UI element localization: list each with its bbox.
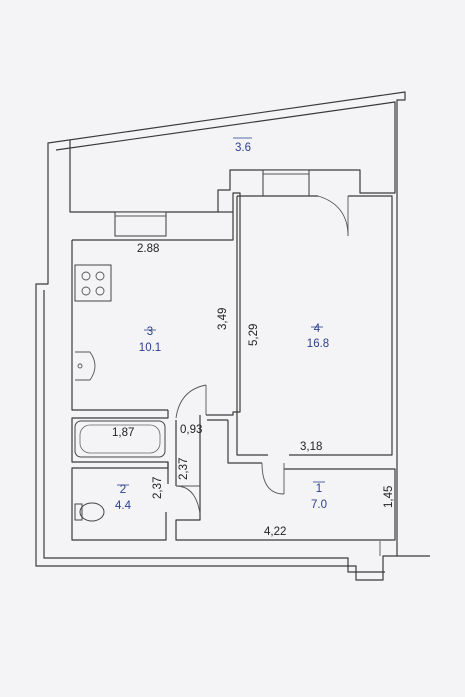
room-2-number: 2 [120, 484, 126, 496]
bathtub-icon [74, 420, 166, 458]
dim-corridor-width: 0,93 [180, 424, 202, 436]
dim-wc-height-right: 2,37 [178, 458, 190, 480]
room-2-area: 4.4 [115, 500, 132, 512]
room-1-number: 1 [316, 483, 322, 495]
room-4-area: 16.8 [307, 338, 329, 350]
internal-walls [71, 192, 396, 541]
room-4-number: 4 [314, 323, 321, 335]
door-swings [175, 195, 349, 515]
dim-kitchen-width: 2.88 [137, 243, 159, 255]
dim-kitchen-height: 3,49 [217, 308, 229, 330]
dim-room-height: 5,29 [248, 324, 260, 346]
outer-walls [35, 91, 430, 581]
dim-room-width: 3,18 [300, 441, 322, 453]
dim-hall-height: 1,45 [383, 486, 395, 508]
room-1-area: 7.0 [311, 499, 327, 511]
toilet-icon [74, 502, 105, 522]
dim-wc-height-left: 2,37 [152, 477, 164, 499]
dim-hall-width: 4,22 [264, 526, 286, 538]
room-3-number: 3 [147, 326, 153, 338]
balcony-window-right [262, 169, 310, 197]
room-3-area: 10.1 [139, 342, 161, 354]
stove-icon [74, 264, 112, 302]
dim-bath-width: 1,87 [112, 427, 134, 439]
balcony-window-left [114, 211, 167, 237]
sink-icon [75, 351, 96, 381]
balcony-area: 3.6 [235, 142, 251, 154]
